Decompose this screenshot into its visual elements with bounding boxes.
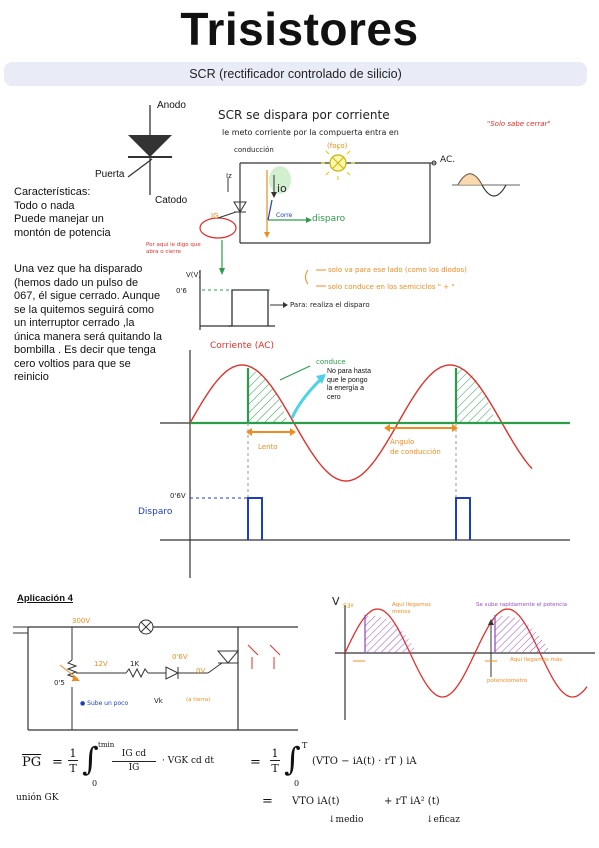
eq-int2-upper: T	[302, 741, 308, 750]
explanation-line: (hemos dado un pulso de	[14, 276, 139, 289]
disparo-label: disparo	[312, 214, 346, 224]
eq-integrand-den: IG	[128, 763, 140, 773]
eq-integral-2: ∫	[284, 740, 301, 778]
characteristics-line: Todo o nada	[14, 199, 75, 212]
subtitle-banner: SCR (rectificador controlado de silicio)	[4, 62, 587, 86]
eq-int-lower: 0	[92, 779, 98, 788]
ac-label: AC.	[440, 155, 456, 165]
v300-label: 300V	[72, 617, 91, 625]
eq-equals-2: =	[250, 755, 261, 770]
explanation-line: única manera será quitando la	[14, 330, 162, 343]
eq-int2-lower: 0	[294, 779, 300, 788]
explanation-line: 067, él sigue cerrado. Aunque	[14, 290, 161, 302]
only-close-note: "Solo sabe cerrar"	[487, 120, 551, 128]
vg-label: V(V)	[186, 271, 202, 279]
explanation-line: reinicio	[14, 371, 49, 383]
explanation-line: se la quitemos seguirá como	[14, 303, 155, 316]
explanation-line: cero voltios para que se	[14, 357, 131, 370]
characteristics-line: montón de potencia	[14, 226, 111, 239]
stop-note-line: que le pongo	[327, 376, 368, 384]
eq-int-upper: tmin	[98, 741, 115, 749]
circuit-line1: le meto corriente por la compuerta entra…	[222, 128, 399, 137]
page-title: Trisistores	[180, 3, 419, 55]
stop-note-line: cero	[327, 393, 341, 401]
circuit-heading: SCR se dispara por corriente	[218, 108, 390, 122]
v12-label: 12V	[94, 660, 108, 668]
v06-app-label: 0'6V	[172, 653, 188, 661]
phase-note-a: Aquí llegamos menos	[392, 602, 431, 615]
scr-symbol	[127, 105, 172, 195]
v06-wave-label: 0'6V	[170, 492, 186, 500]
io-label: io	[277, 182, 287, 195]
v05-label: 0'5	[54, 679, 65, 687]
eq-integrand-num: IG cd	[121, 749, 147, 759]
stop-note-line: la energía a	[327, 385, 364, 392]
v-axis-label: V	[332, 595, 340, 608]
eq-integrand-rest: · VGK cd dt	[162, 756, 215, 766]
gate-note: Por aquí le digo que abra o cierre	[146, 242, 201, 255]
scr-circuit	[199, 146, 520, 330]
v535-label: 53º	[343, 603, 354, 610]
corre-label: Corre	[276, 212, 293, 219]
eq-eficaz-text: eficaz	[433, 815, 461, 825]
eq-frac2-num: 1	[271, 747, 279, 760]
waveform-diagram	[160, 350, 570, 578]
stop-note-line: No para hasta	[327, 368, 371, 375]
explanation-line: un interruptor cerrado ,la	[14, 317, 135, 329]
eq-medio: ↓medio	[328, 815, 364, 825]
eq-union: unión GK	[16, 793, 59, 803]
disparo-wave-label: Disparo	[138, 507, 173, 517]
application-circuit	[13, 619, 298, 731]
stop-note: No para hasta que le pongo la energía a …	[327, 368, 371, 402]
lento-label: Lento	[258, 443, 278, 451]
eq-frac2-den: T	[271, 762, 279, 775]
characteristics-block: Características: Todo o nada Puede manej…	[14, 186, 111, 240]
application-title: Aplicación 4	[17, 593, 73, 604]
eq-pg: PG	[22, 755, 42, 770]
anode-label: Anodo	[157, 100, 186, 111]
eq-rhs-integrand: (VTO − iA(t) · rT ) iA	[312, 756, 417, 767]
eq-medio-text: medio	[335, 815, 364, 825]
eq-line2-b: + rT iA² (t)	[384, 796, 440, 807]
conduce-label: conduce	[316, 358, 346, 366]
gate-label: Puerta	[95, 169, 125, 180]
eq-eficaz: ↓eficaz	[426, 815, 461, 825]
equations: PG = 1 T ∫ tmin 0 IG cd IG · VGK cd dt u…	[12, 740, 597, 847]
ig-label: IG	[211, 212, 219, 220]
iz-label: Iz	[226, 172, 232, 180]
v06-pulse-label: 0'6	[176, 287, 187, 295]
eq-equals: =	[52, 755, 63, 770]
angle-label: Ángulo de conducción	[390, 437, 441, 457]
note-line2: solo conduce en los semiciclos " + "	[328, 283, 455, 291]
circuit-line2: conducción	[234, 146, 274, 154]
r1k-label: 1K	[130, 660, 140, 668]
phase-note-b: Se sube rapidamente el potencia	[476, 602, 568, 608]
current-label: Corriente (AC)	[210, 341, 275, 351]
phase-waveform	[335, 605, 595, 720]
characteristics-line: Características:	[14, 186, 91, 198]
slow-note: ● Sube un poco	[80, 700, 129, 707]
cathode-label: Catodo	[155, 195, 188, 206]
eq-line2-equals: =	[262, 794, 273, 809]
explanation-block: Una vez que ha disparado (hemos dado un …	[14, 263, 186, 385]
explanation-line: Una vez que ha disparado	[14, 263, 143, 275]
fired-note: Para: realiza el disparo	[290, 301, 370, 309]
angle-label-line: Ángulo	[390, 438, 415, 446]
phase-note-c: Aquí llegamos más	[510, 657, 563, 663]
v0-note: (a tierra)	[186, 697, 211, 703]
v0-app-label: 0V	[196, 667, 206, 675]
angle-label-line: de conducción	[390, 448, 441, 456]
vk-label: Vk	[154, 697, 163, 705]
eq-line2-a: VTO iA(t)	[292, 796, 340, 807]
eq-integral-1: ∫	[82, 740, 99, 778]
explanation-line: bombilla . Es decir que tenga	[14, 344, 156, 356]
potentiometer-label: potenciometro	[487, 678, 528, 684]
characteristics-line: Puede manejar un	[14, 213, 104, 225]
eq-frac-num: 1	[69, 747, 77, 760]
bulb-label: (foco)	[327, 142, 348, 150]
eq-frac-den: T	[69, 762, 77, 775]
note-line1: solo va para ese lado (como los diodos)	[328, 266, 467, 274]
